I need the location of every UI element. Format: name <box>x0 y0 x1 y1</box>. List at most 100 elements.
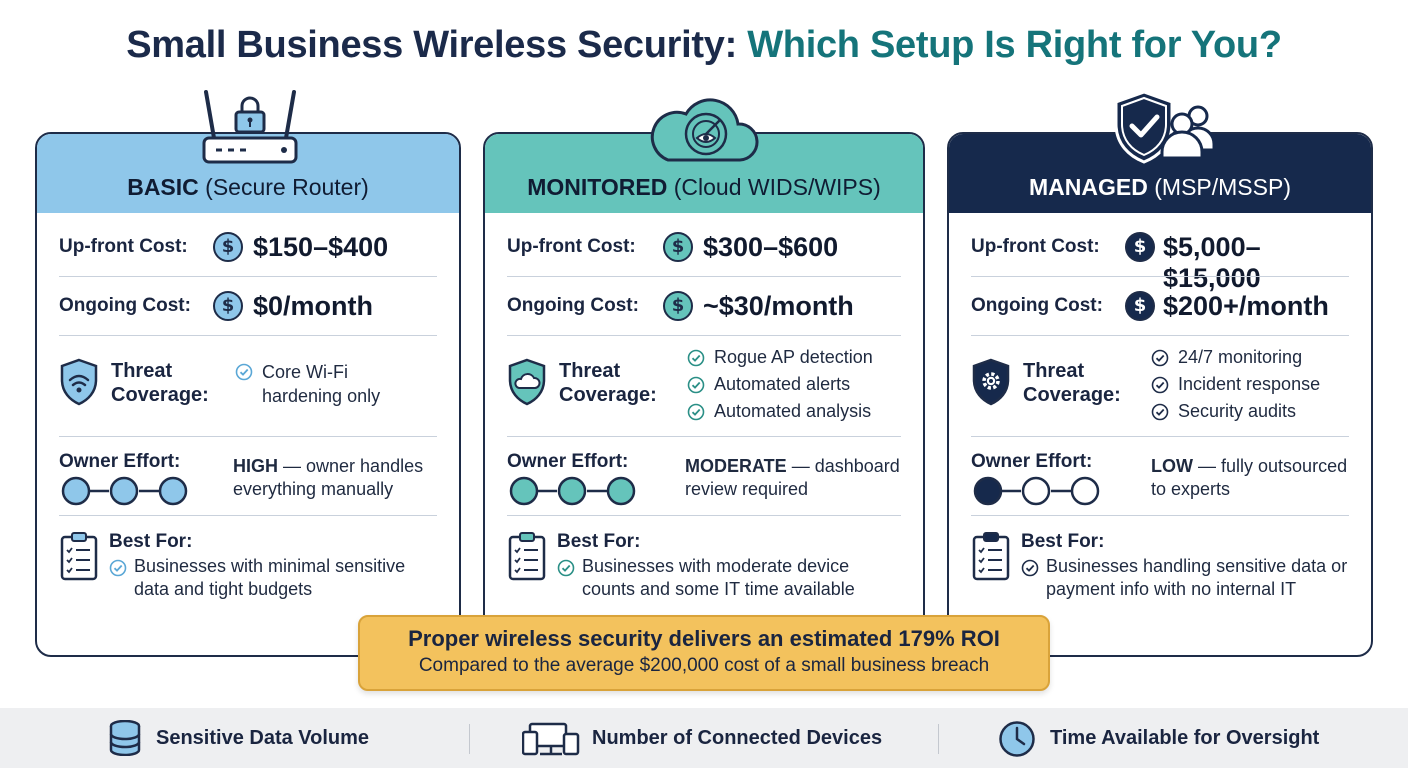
clock-icon <box>999 721 1035 757</box>
effort-level: MODERATE <box>685 456 787 476</box>
factor-label: Time Available for Oversight <box>1050 727 1320 749</box>
dollar-coin-icon: $ <box>213 232 243 262</box>
tier-card-basic: BASIC (Secure Router) Up-front Cost: $ $… <box>35 132 461 657</box>
threat-coverage-label: Threat Coverage: <box>559 359 657 407</box>
title-part-2: Which Setup Is Right for You? <box>747 24 1282 66</box>
check-circle-icon <box>687 349 705 367</box>
threat-item-text: Automated analysis <box>714 401 872 421</box>
threat-list: Rogue AP detection Automated alerts Auto… <box>687 344 907 425</box>
threat-item-text: Rogue AP detection <box>714 347 873 367</box>
effort-level: LOW <box>1151 456 1193 476</box>
clipboard-icon <box>60 532 98 581</box>
threat-list: Core Wi-Fi hardening only <box>235 360 405 408</box>
effort-text: — owner handles everything manually <box>233 456 424 499</box>
check-circle-icon <box>687 403 705 421</box>
threat-item: Automated alerts <box>687 371 907 398</box>
divider <box>938 724 939 754</box>
owner-effort-label: Owner Effort: <box>971 451 1093 472</box>
best-for-row: Best For: Businesses handling sensitive … <box>971 529 1349 609</box>
divider <box>971 436 1349 437</box>
owner-effort-label: Owner Effort: <box>507 451 629 472</box>
router-lock-icon <box>202 90 298 164</box>
owner-effort-label: Owner Effort: <box>59 451 181 472</box>
page-title: Small Business Wireless Security: Which … <box>0 24 1408 67</box>
best-for-value: Businesses handling sensitive data or pa… <box>1046 556 1348 599</box>
best-for-row: Best For: Businesses with moderate devic… <box>507 529 901 609</box>
tier-name: MONITORED <box>527 174 668 200</box>
upfront-cost-row: Up-front Cost: $ $5,000–$15,000 <box>971 232 1349 293</box>
upfront-cost-label: Up-front Cost: <box>507 236 636 257</box>
tier-subtitle: (Cloud WIDS/WIPS) <box>673 174 881 200</box>
threat-item-text: Security audits <box>1178 401 1297 421</box>
upfront-cost-label: Up-front Cost: <box>971 236 1100 257</box>
tier-subtitle: (Secure Router) <box>205 174 369 200</box>
threat-item: Incident response <box>1151 371 1351 398</box>
dollar-coin-icon: $ <box>663 291 693 321</box>
threat-item-text: Incident response <box>1178 374 1321 394</box>
ongoing-cost-value: $0/month <box>253 291 374 321</box>
check-circle-icon <box>557 559 575 577</box>
check-circle-icon <box>1021 559 1039 577</box>
threat-coverage-label: Threat Coverage: <box>111 359 209 407</box>
cloud-shield-icon <box>508 358 546 406</box>
effort-level-dots <box>61 476 188 506</box>
threat-coverage-row: Threat Coverage: Core Wi-Fi hardening on… <box>59 356 437 436</box>
tier-name: BASIC <box>127 174 199 200</box>
dollar-coin-icon: $ <box>213 291 243 321</box>
roi-subline: Compared to the average $200,000 cost of… <box>418 655 990 676</box>
tier-card-managed: MANAGED (MSP/MSSP) Up-front Cost: $ $5,0… <box>947 132 1373 657</box>
tier-title: BASIC (Secure Router) <box>37 174 459 201</box>
divider <box>469 724 470 754</box>
owner-effort-row: Owner Effort: MODERATE — dashboard revie… <box>507 449 901 519</box>
effort-text: — fully outsourced to experts <box>1151 456 1348 499</box>
threat-item: Automated analysis <box>687 398 907 425</box>
ongoing-cost-row: Ongoing Cost: $ ~$30/month <box>507 291 901 323</box>
threat-item-text: 24/7 monitoring <box>1178 347 1303 367</box>
threat-label-line-2: Coverage: <box>111 384 209 406</box>
tier-name: MANAGED <box>1029 174 1148 200</box>
best-for-text: Businesses handling sensitive data or pa… <box>1021 555 1351 601</box>
threat-list: 24/7 monitoring Incident response Securi… <box>1151 344 1351 425</box>
threat-coverage-label: Threat Coverage: <box>1023 359 1121 407</box>
clipboard-icon <box>972 532 1010 581</box>
threat-label-line-2: Coverage: <box>559 384 657 406</box>
shield-people-icon <box>1114 90 1216 164</box>
upfront-cost-row: Up-front Cost: $ $300–$600 <box>507 232 901 264</box>
threat-item: 24/7 monitoring <box>1151 344 1351 371</box>
check-circle-icon <box>1151 376 1169 394</box>
ongoing-cost-label: Ongoing Cost: <box>507 295 639 316</box>
divider <box>507 335 901 336</box>
ongoing-cost-label: Ongoing Cost: <box>971 295 1103 316</box>
database-icon <box>109 720 141 756</box>
threat-label-line-1: Threat <box>559 360 621 382</box>
threat-item: Rogue AP detection <box>687 344 907 371</box>
divider <box>971 276 1349 277</box>
tier-title: MANAGED (MSP/MSSP) <box>949 174 1371 201</box>
threat-coverage-row: Threat Coverage: Rogue AP detection Auto… <box>507 347 901 436</box>
dollar-coin-icon: $ <box>1125 232 1155 262</box>
threat-label-line-2: Coverage: <box>1023 384 1121 406</box>
best-for-value: Businesses with minimal sensitive data a… <box>134 556 406 599</box>
divider <box>507 276 901 277</box>
title-part-1: Small Business Wireless Security: <box>126 24 737 66</box>
upfront-cost-label: Up-front Cost: <box>59 236 188 257</box>
best-for-label: Best For: <box>557 531 641 552</box>
best-for-text: Businesses with moderate device counts a… <box>557 555 897 601</box>
owner-effort-row: Owner Effort: LOW — fully outsourced to … <box>971 449 1349 519</box>
check-circle-icon <box>109 559 127 577</box>
effort-level-dots <box>509 476 636 506</box>
threat-item: Core Wi-Fi hardening only <box>235 360 405 408</box>
divider <box>59 276 437 277</box>
upfront-cost-value: $5,000–$15,000 <box>1163 232 1261 293</box>
effort-level-dots <box>973 476 1100 506</box>
ongoing-cost-row: Ongoing Cost: $ $200+/month <box>971 291 1349 323</box>
best-for-label: Best For: <box>1021 531 1105 552</box>
best-for-label: Best For: <box>109 531 193 552</box>
roi-callout: Proper wireless security delivers an est… <box>358 615 1050 691</box>
upfront-cost-value: $300–$600 <box>703 232 839 262</box>
factor-label: Number of Connected Devices <box>592 727 883 749</box>
check-circle-icon <box>235 363 253 381</box>
divider <box>59 436 437 437</box>
check-circle-icon <box>687 376 705 394</box>
effort-description: LOW — fully outsourced to experts <box>1151 455 1361 501</box>
